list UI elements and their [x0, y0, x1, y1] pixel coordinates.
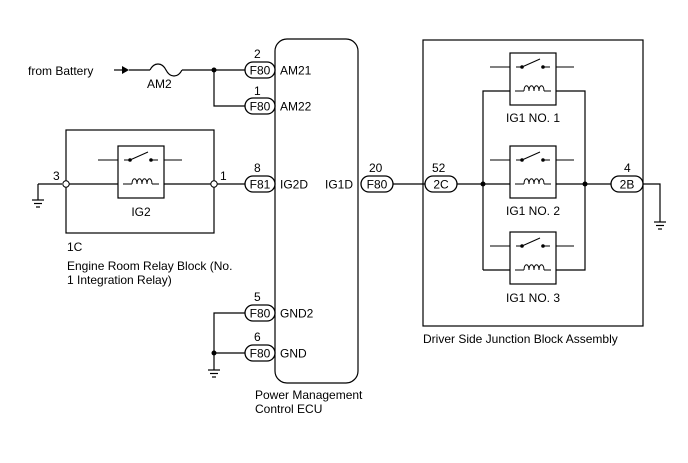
battery-arrow-icon — [114, 66, 129, 74]
relay-ig2-icon — [98, 145, 182, 199]
relay-ig1-no2-icon — [490, 145, 574, 199]
ecu-body — [274, 38, 359, 384]
splice-dot — [480, 181, 486, 187]
connector-code: F80 — [367, 178, 388, 192]
pin-number: 6 — [254, 330, 261, 344]
pin-number: 4 — [624, 161, 631, 175]
am22-wire — [213, 70, 245, 107]
relay-label-ig2: IG2 — [131, 205, 151, 219]
relay-ig1-no1-icon — [490, 52, 574, 106]
pin-name-ig2d: IG2D — [280, 178, 308, 192]
fuse-am2-icon — [149, 63, 183, 77]
relay-block-name-line1: Engine Room Relay Block (No. — [67, 259, 232, 273]
ground-icon — [654, 221, 666, 230]
pin-number: 20 — [369, 161, 383, 175]
connector-code: F80 — [250, 307, 271, 321]
ecu-name-line2: Control ECU — [255, 402, 322, 416]
pin-number: 3 — [53, 169, 60, 183]
connector-code: 2C — [433, 178, 449, 192]
pin-number: 5 — [254, 290, 261, 304]
ground-wire — [213, 312, 245, 370]
ground-icon — [208, 369, 220, 378]
relay-block-name-line2: 1 Integration Relay) — [67, 273, 172, 287]
junction-block-name: Driver Side Junction Block Assembly — [423, 332, 618, 346]
relay-label-ig1-no2: IG1 NO. 2 — [506, 204, 560, 218]
connector-code: F80 — [250, 347, 271, 361]
ground-wire — [643, 183, 661, 222]
terminal-dot — [62, 180, 70, 188]
pin-number: 2 — [254, 47, 261, 61]
ecu-name-line1: Power Management — [255, 388, 363, 402]
pin-name-ig1d: IG1D — [325, 178, 353, 192]
terminal-dot — [210, 180, 218, 188]
connector-pill — [244, 61, 276, 79]
pin-name-gnd2: GND2 — [280, 307, 314, 321]
relay-label-ig1-no3: IG1 NO. 3 — [506, 291, 560, 305]
pin-name-am22: AM22 — [280, 100, 312, 114]
connector-pill — [244, 97, 276, 115]
ground-icon — [32, 199, 44, 208]
fuse-label: AM2 — [147, 77, 172, 91]
splice-dot — [582, 181, 588, 187]
connector-code: F81 — [250, 178, 271, 192]
pin-number: 1 — [254, 84, 261, 98]
pin-number: 52 — [432, 161, 446, 175]
relay-block-code: 1C — [67, 240, 83, 254]
connector-code: F80 — [250, 100, 271, 114]
relay-ig1-no3-icon — [490, 231, 574, 285]
pin-number: 8 — [254, 161, 261, 175]
relay-label-ig1-no1: IG1 NO. 1 — [506, 111, 560, 125]
connector-code: F80 — [250, 64, 271, 78]
from-battery-label: from Battery — [28, 64, 93, 78]
connector-code: 2B — [620, 178, 635, 192]
splice-dot — [211, 350, 217, 356]
pin-name-gnd: GND — [280, 347, 307, 361]
pin-number: 1 — [220, 169, 227, 183]
pin-name-am21: AM21 — [280, 64, 312, 78]
